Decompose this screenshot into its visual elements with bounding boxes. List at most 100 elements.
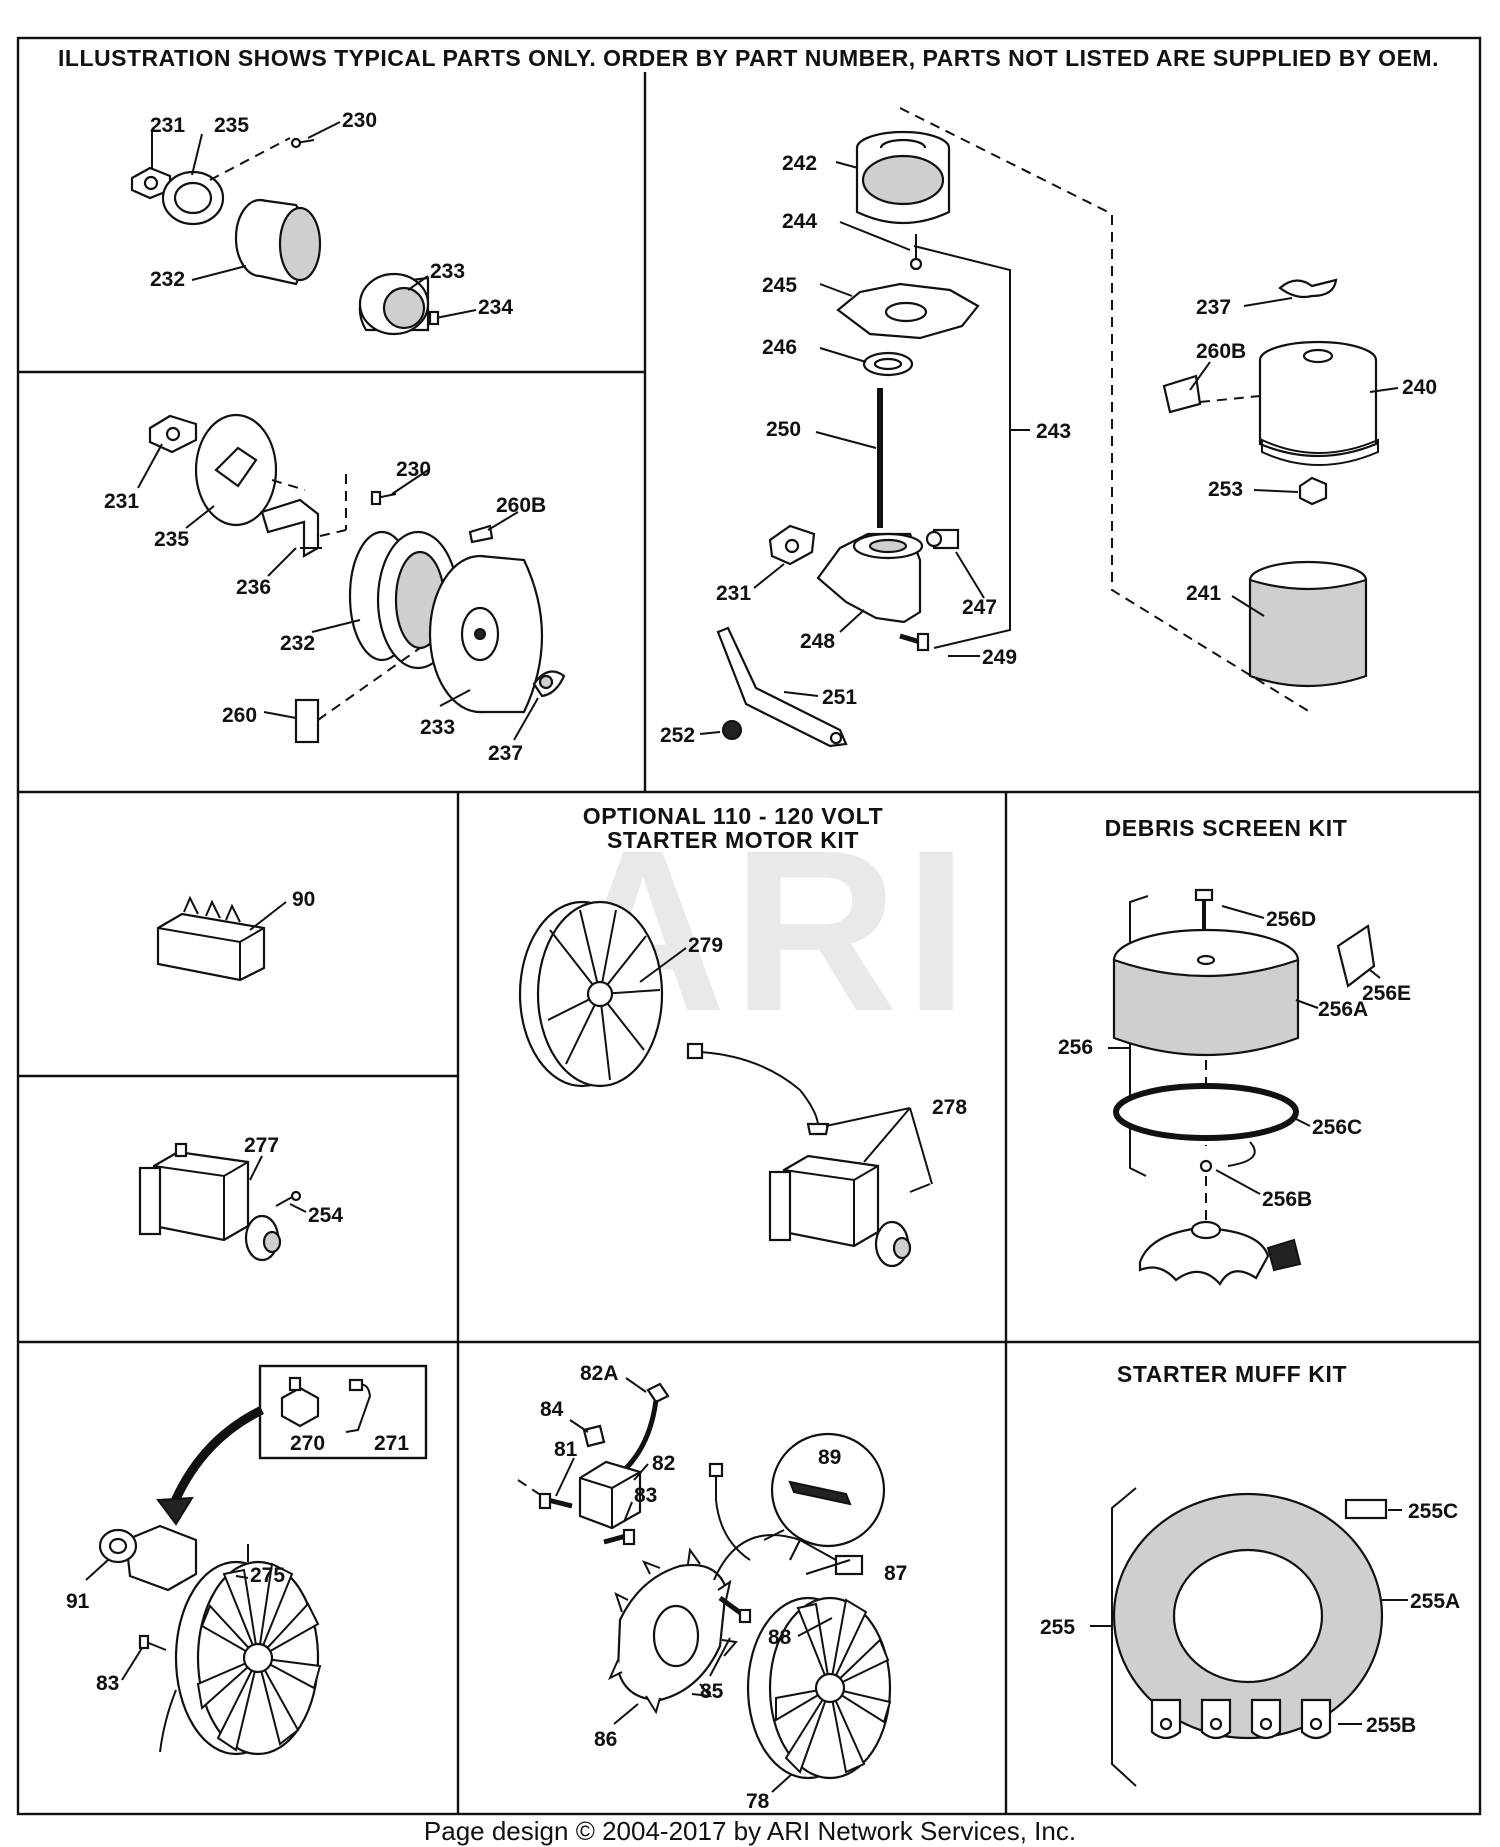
part-label: 81 [554, 1438, 578, 1461]
part-label: 85 [700, 1680, 724, 1703]
part-label: 231 [104, 490, 139, 513]
part-label: 256E [1362, 982, 1411, 1005]
backplate-235-drawing [194, 413, 278, 527]
panel-title: OPTIONAL 110 - 120 VOLT [583, 803, 884, 829]
element-241-drawing [1248, 560, 1368, 688]
part-label: 260B [1196, 340, 1246, 363]
body-248-drawing [816, 532, 924, 624]
part-label: 89 [818, 1446, 841, 1469]
part-label: 241 [1186, 582, 1221, 605]
panel-title: STARTER MUFF KIT [1117, 1361, 1347, 1387]
flywheel-279-drawing [518, 900, 664, 1088]
part-label: 84 [540, 1398, 564, 1421]
part-label: 82 [652, 1452, 675, 1475]
bolt-254-drawing [275, 1190, 302, 1207]
copyright-footer: Page design © 2004-2017 by ARI Network S… [424, 1816, 1076, 1846]
screw-256B-drawing [1199, 1141, 1256, 1173]
panel-debris-screen-kit: DEBRIS SCREEN KIT [1058, 815, 1411, 1286]
bracket-235-drawing [161, 170, 225, 226]
part-label: 255A [1410, 1590, 1460, 1613]
part-label: 255B [1366, 1714, 1416, 1737]
part-label: 82A [580, 1362, 619, 1385]
switch-270-drawing [280, 1376, 320, 1428]
part-label: 233 [430, 260, 465, 283]
panel-air-cleaner-round: 231 230 235 260B 236 232 260 233 237 [104, 413, 566, 765]
part-label: 86 [594, 1728, 617, 1751]
panel-air-cleaner-cover: 237 260B 240 253 241 [1162, 278, 1437, 688]
gasket-231-drawing [768, 524, 816, 566]
part-label: 232 [280, 632, 315, 655]
filter-242-drawing [855, 130, 951, 225]
flywheel-78-drawing [746, 1596, 892, 1780]
panel-starter-motor-kit: OPTIONAL 110 - 120 VOLT STARTER MOTOR KI… [518, 803, 967, 1268]
band-256C-drawing [1113, 1083, 1299, 1141]
seal-246-drawing [862, 351, 914, 377]
part-label: 256B [1262, 1188, 1312, 1211]
part-label: 246 [762, 336, 797, 359]
plate-245-drawing [836, 282, 980, 340]
part-label: 83 [96, 1672, 119, 1695]
part-label: 279 [688, 934, 723, 957]
part-label: 87 [884, 1562, 907, 1585]
blower-housing-drawing [1138, 1220, 1302, 1286]
harness-88-drawing [708, 1462, 837, 1581]
part-label: 260 [222, 704, 257, 727]
screen-256A-drawing [1112, 928, 1300, 1057]
part-label: 252 [660, 724, 695, 747]
part-label: 90 [292, 888, 315, 911]
part-label: 275 [250, 1564, 285, 1587]
panel-part-90: 90 [156, 888, 315, 982]
part-label: 270 [290, 1432, 325, 1455]
screw-83-drawing [138, 1634, 167, 1651]
screw-256D-drawing [1194, 888, 1214, 932]
fitting-247-drawing [925, 528, 960, 550]
part-label: 256D [1266, 908, 1316, 931]
part-label: 232 [150, 268, 185, 291]
part-label: 237 [1196, 296, 1231, 319]
part-label: 256 [1058, 1036, 1093, 1059]
part-label: 88 [768, 1626, 792, 1649]
panel-air-cleaner-small: 231 235 230 232 233 234 [130, 109, 513, 336]
label-260B-drawing [468, 524, 494, 544]
label-260-drawing [294, 698, 320, 744]
part-label: 236 [236, 576, 271, 599]
part-label: 235 [154, 528, 189, 551]
zoom-89-drawing [763, 1432, 886, 1561]
part-label: 250 [766, 418, 801, 441]
label-260B-drawing [1162, 374, 1202, 414]
part-label: 247 [962, 596, 997, 619]
part-label: 242 [782, 152, 817, 175]
flywheel-275-drawing [174, 1560, 322, 1756]
screw-85-drawing [718, 1595, 752, 1624]
part-label: 83 [634, 1484, 657, 1507]
part-label: 240 [1402, 376, 1437, 399]
part-label: 91 [66, 1590, 90, 1613]
housing-240-drawing [1258, 340, 1379, 466]
panel-oil-bath-cleaner: 242 244 245 246 250 243 231 247 248 249 … [660, 107, 1311, 748]
screw-249-drawing [899, 632, 930, 652]
stator-86-drawing [607, 1547, 738, 1715]
wing-nut-237-drawing [532, 670, 566, 698]
clips-255B-drawing [1150, 1698, 1332, 1740]
part-label: 230 [396, 458, 431, 481]
part-label: 245 [762, 274, 797, 297]
part-label: 260B [496, 494, 546, 517]
nut-253-drawing [1298, 476, 1328, 506]
rectifier-90-drawing [156, 895, 266, 982]
filter-232-drawing [234, 198, 322, 286]
part-label: 271 [374, 1432, 409, 1455]
brace-251-drawing [716, 626, 848, 748]
part-label: 277 [244, 1134, 279, 1157]
part-label: 254 [308, 1204, 343, 1227]
starter-277-drawing [138, 1142, 282, 1262]
label-255C-drawing [1344, 1498, 1388, 1520]
part-label: 255 [1040, 1616, 1075, 1639]
terminal-84-drawing [582, 1424, 606, 1448]
panel-starter-277: 277 254 [138, 1134, 343, 1262]
part-label: 231 [716, 582, 751, 605]
armature-drawing [98, 1524, 198, 1592]
part-label: 235 [214, 114, 249, 137]
part-label: 256A [1318, 998, 1368, 1021]
part-label: 249 [982, 646, 1017, 669]
